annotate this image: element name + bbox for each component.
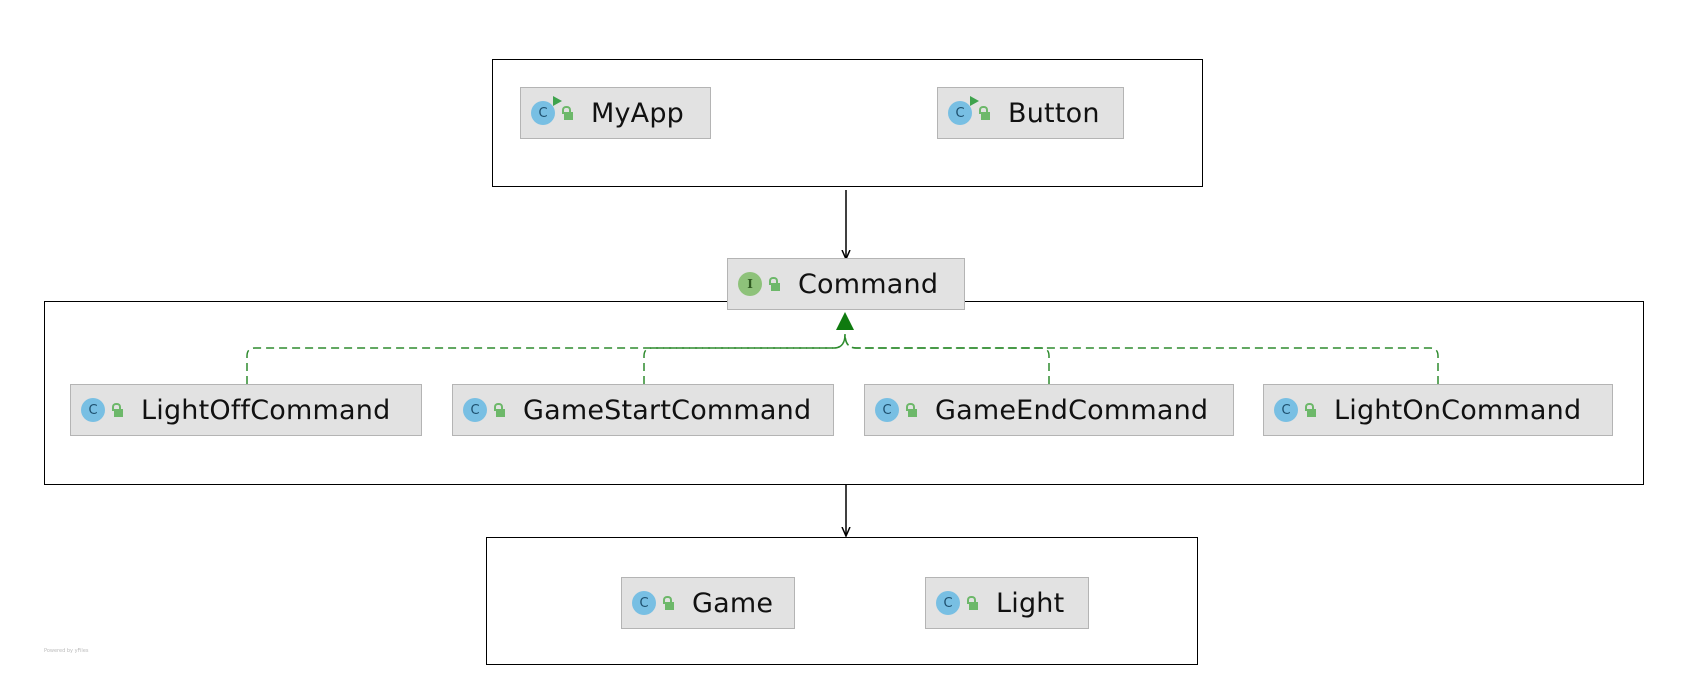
class-name: LightOnCommand <box>1334 394 1582 426</box>
realization-edge-gamestart <box>643 333 846 384</box>
public-visibility-icon <box>111 403 123 417</box>
interface-name: Command <box>798 268 939 300</box>
runnable-marker-icon <box>553 96 562 106</box>
class-name: Game <box>692 587 774 619</box>
class-name: GameEndCommand <box>935 394 1209 426</box>
receiver-group <box>486 537 1198 665</box>
class-name: GameStartCommand <box>523 394 812 426</box>
class-icon: C <box>463 398 487 422</box>
class-node-button[interactable]: C Button <box>937 87 1124 139</box>
public-visibility-icon <box>1304 403 1316 417</box>
realization-edge-lighton <box>844 333 1439 384</box>
class-icon: C <box>632 591 656 615</box>
powered-by-credit: Powered by yFiles <box>44 648 89 654</box>
class-icon: C <box>531 96 562 125</box>
class-node-gameendcommand[interactable]: C GameEndCommand <box>864 384 1234 436</box>
invoker-group <box>492 59 1203 187</box>
class-name: MyApp <box>591 97 685 129</box>
class-icon: C <box>936 591 960 615</box>
realization-edge-lightoff <box>246 333 846 384</box>
class-icon: C <box>81 398 105 422</box>
realization-arrowhead <box>836 312 854 330</box>
class-node-gamestartcommand[interactable]: C GameStartCommand <box>452 384 834 436</box>
class-node-myapp[interactable]: C MyApp <box>520 87 711 139</box>
public-visibility-icon <box>662 596 674 610</box>
public-visibility-icon <box>966 596 978 610</box>
class-icon: C <box>948 96 979 125</box>
class-name: Button <box>1008 97 1100 129</box>
interface-node-command[interactable]: I Command <box>727 258 965 310</box>
class-icon: C <box>875 398 899 422</box>
class-node-lightoffcommand[interactable]: C LightOffCommand <box>70 384 422 436</box>
public-visibility-icon <box>561 106 573 120</box>
interface-icon: I <box>738 272 762 296</box>
public-visibility-icon <box>768 277 780 291</box>
class-name: Light <box>996 587 1065 619</box>
class-icon: C <box>1274 398 1298 422</box>
public-visibility-icon <box>905 403 917 417</box>
class-node-lightoncommand[interactable]: C LightOnCommand <box>1263 384 1613 436</box>
class-node-game[interactable]: C Game <box>621 577 795 629</box>
runnable-marker-icon <box>970 96 979 106</box>
class-node-light[interactable]: C Light <box>925 577 1089 629</box>
public-visibility-icon <box>978 106 990 120</box>
public-visibility-icon <box>493 403 505 417</box>
class-name: LightOffCommand <box>141 394 391 426</box>
